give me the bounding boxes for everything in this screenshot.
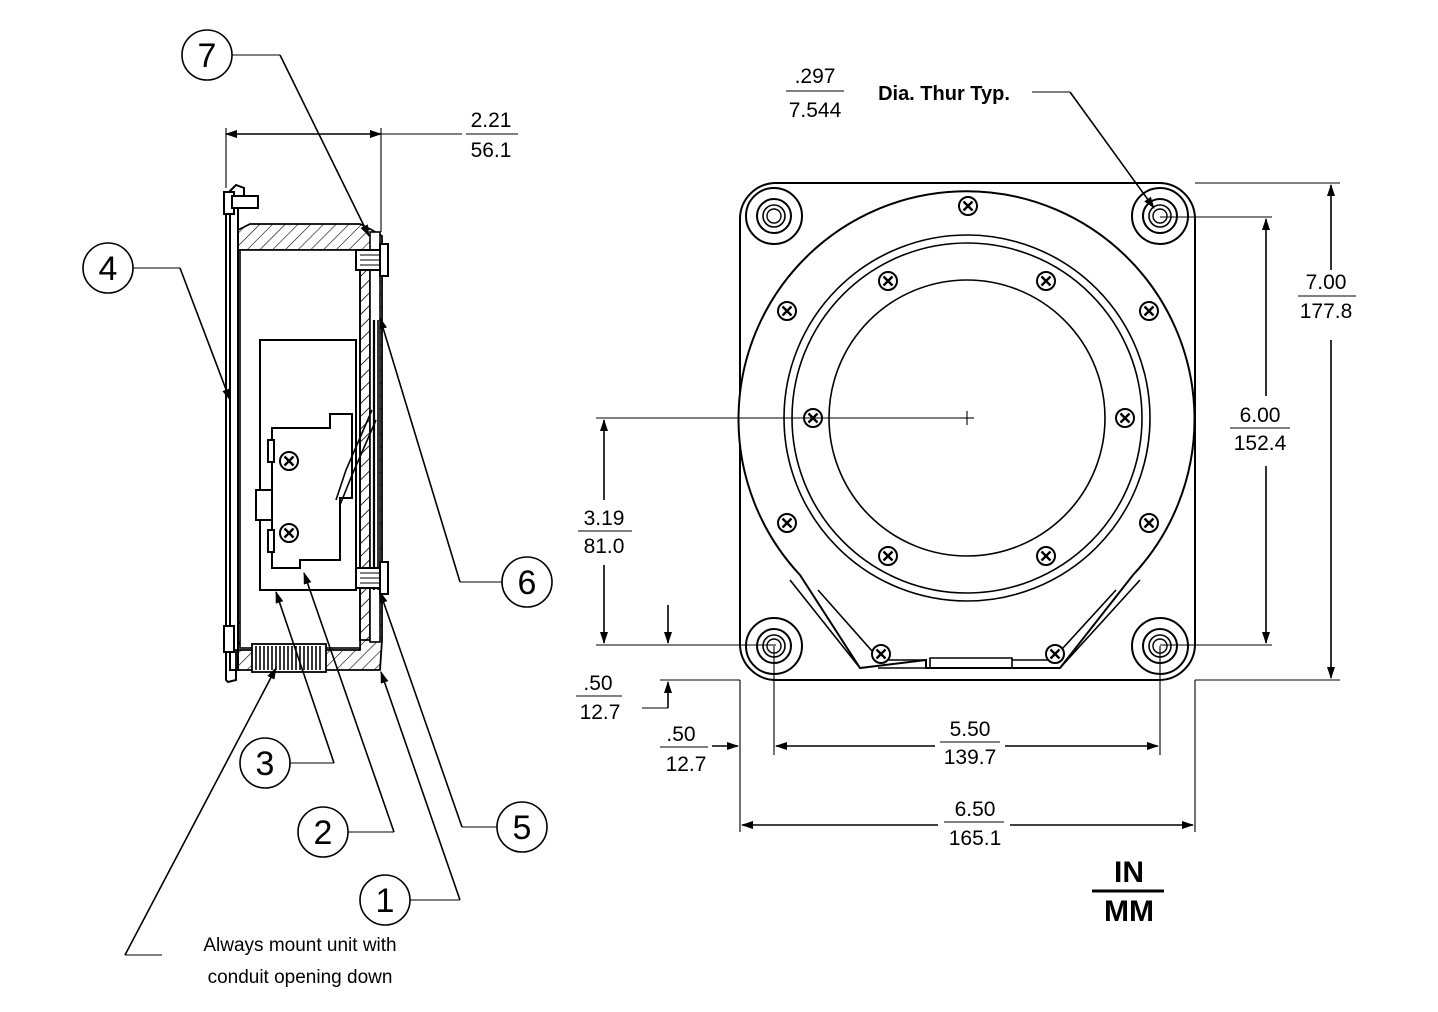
width-mm: 165.1 — [949, 827, 1002, 850]
screw-icon — [776, 512, 798, 534]
height-in: 7.00 — [1306, 271, 1347, 294]
v-offset-mm: 12.7 — [580, 701, 621, 724]
callout-7: 7 — [181, 29, 233, 81]
height-mm: 177.8 — [1300, 300, 1353, 323]
hspacing-in: 5.50 — [950, 718, 991, 741]
mount-hole-icon — [1131, 187, 1189, 245]
center-height-mm: 81.0 — [584, 535, 625, 558]
v-offset-in: .50 — [583, 672, 612, 695]
screw-icon — [870, 643, 892, 665]
screw-icon — [877, 545, 899, 567]
screw-icon — [1138, 300, 1160, 322]
hole-dia-in: .297 — [795, 65, 836, 88]
switch-module — [255, 339, 377, 591]
callout-2: 2 — [297, 806, 349, 858]
mount-note-line1: Always mount unit with — [203, 935, 396, 956]
svg-text:2: 2 — [314, 814, 333, 852]
callout-4: 4 — [82, 242, 134, 294]
screw-icon — [1035, 270, 1057, 292]
screw-icon — [1114, 407, 1136, 429]
callout-leaders — [124, 54, 502, 956]
width-in: 6.50 — [955, 798, 996, 821]
callout-6: 6 — [501, 556, 553, 608]
cover-screw-bottom — [223, 625, 235, 653]
callout-5: 5 — [496, 801, 548, 853]
side-section-view: 2.21 56.1 7 4 — [82, 29, 553, 988]
mount-hole-icon — [745, 187, 803, 245]
front-view: .297 7.544 Dia. Thur Typ. 7.00 177.8 6.0… — [576, 65, 1356, 850]
mount-note-line2: conduit opening down — [208, 967, 393, 988]
center-height-in: 3.19 — [584, 507, 625, 530]
h-offset-in: .50 — [666, 723, 695, 746]
callout-3: 3 — [239, 737, 291, 789]
callout-1: 1 — [359, 874, 411, 926]
screw-icon — [776, 300, 798, 322]
units-top: IN — [1114, 856, 1144, 889]
depth-mm: 56.1 — [471, 139, 512, 162]
flange — [737, 190, 1196, 670]
h-offset-mm: 12.7 — [666, 753, 707, 776]
svg-text:1: 1 — [376, 882, 395, 920]
units-bottom: MM — [1104, 895, 1154, 928]
screw-icon — [1035, 545, 1057, 567]
screw-icon — [877, 270, 899, 292]
hinge-top — [231, 195, 259, 209]
screw-icon — [1138, 512, 1160, 534]
svg-text:3: 3 — [256, 745, 275, 783]
screw-icon — [1044, 643, 1066, 665]
front-cover-plate — [229, 199, 239, 671]
vspacing-mm: 152.4 — [1234, 432, 1287, 455]
hole-dia-note: Dia. Thur Typ. — [878, 83, 1010, 105]
svg-text:5: 5 — [513, 809, 532, 847]
svg-text:7: 7 — [198, 37, 217, 75]
conduit-opening — [251, 643, 327, 673]
screw-icon — [957, 195, 979, 217]
svg-text:4: 4 — [99, 250, 118, 288]
units-legend: IN MM — [1092, 856, 1164, 928]
hole-dia-mm: 7.544 — [789, 99, 842, 122]
hspacing-mm: 139.7 — [944, 746, 997, 769]
vspacing-in: 6.00 — [1240, 404, 1281, 427]
depth-in: 2.21 — [471, 109, 512, 132]
hole-dia-callout: .297 7.544 Dia. Thur Typ. — [786, 65, 1155, 209]
svg-text:6: 6 — [518, 564, 537, 602]
